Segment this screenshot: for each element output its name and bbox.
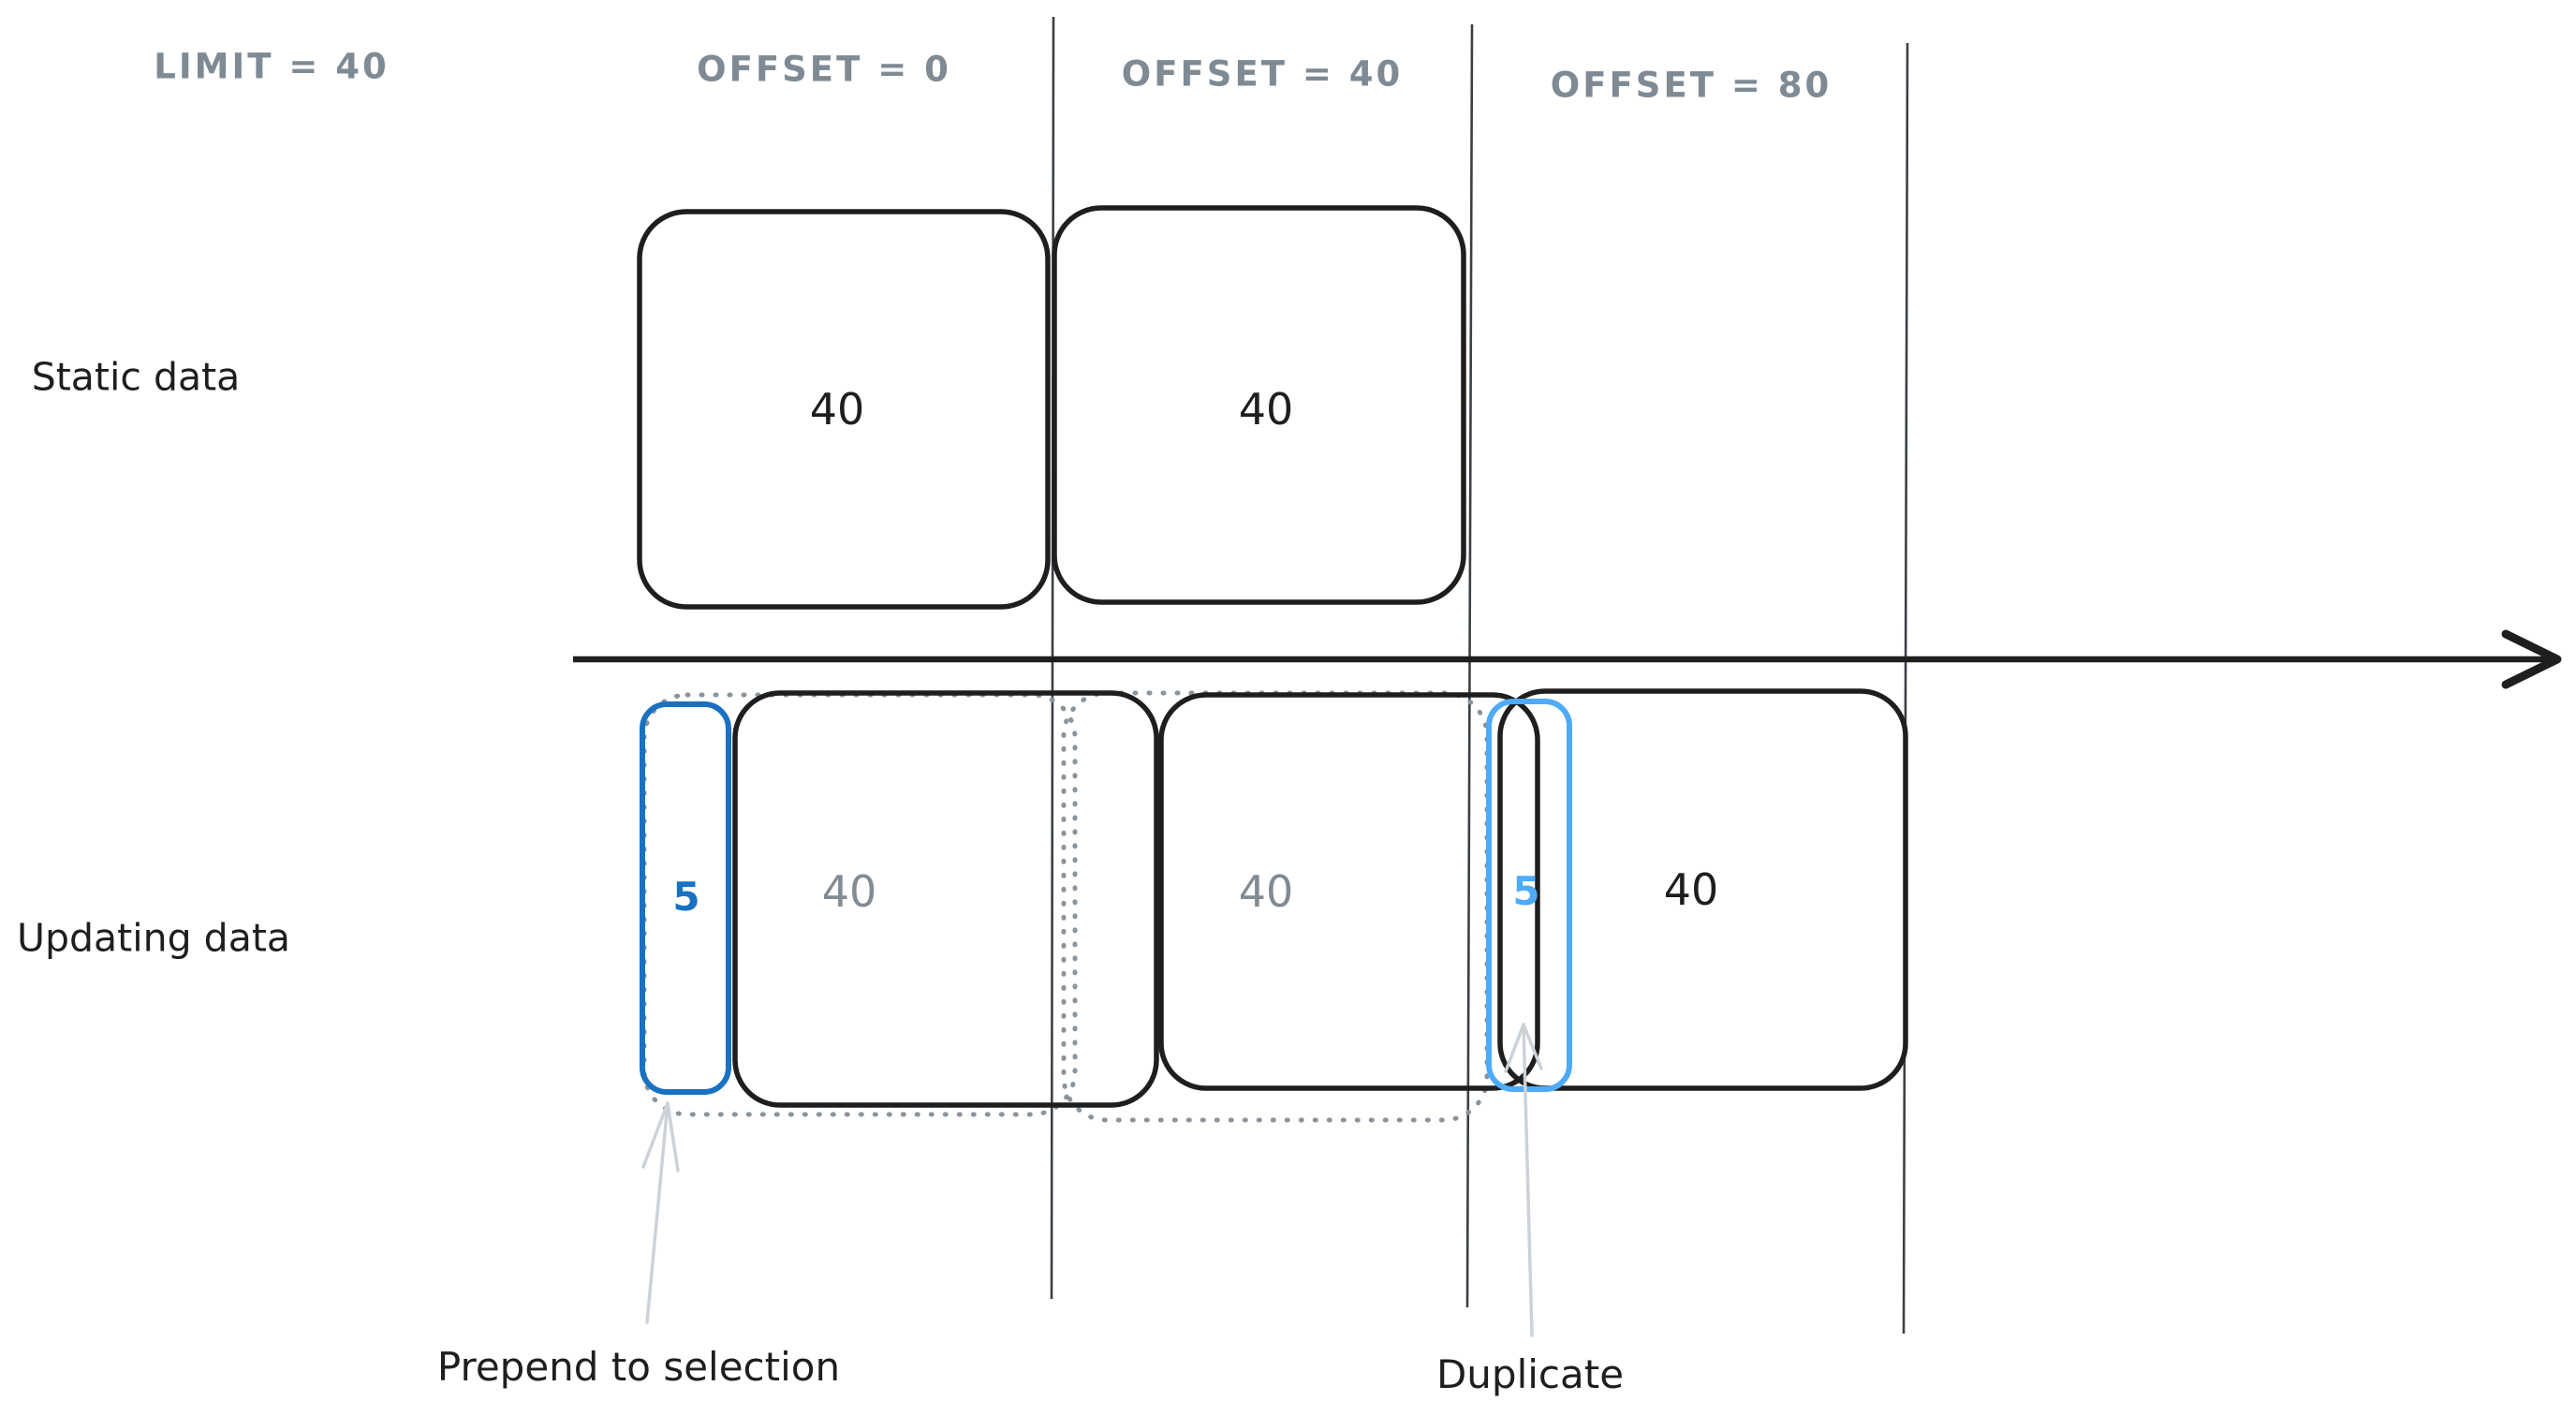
updating-page-3-count: 40 (1663, 864, 1719, 915)
updating-page-2-box (1158, 692, 1540, 1091)
prepend-annotation-label: Prepend to selection (436, 1344, 841, 1390)
updating-page-2-count: 40 (1238, 866, 1294, 917)
static-page-1-count: 40 (809, 384, 865, 435)
updating-page-1-count: 40 (821, 866, 877, 917)
static-page-1-box (637, 209, 1051, 610)
duplicate-annotation-label: Duplicate (1435, 1351, 1625, 1397)
static-page-2-box (1052, 205, 1466, 605)
prepended-items-box (640, 701, 731, 1095)
static-row-label: Static data (31, 354, 241, 400)
offset-0-label: OFFSET = 0 (697, 49, 951, 90)
offset-40-label: OFFSET = 40 (1121, 53, 1404, 95)
prepend-annotation-arrow (641, 1101, 680, 1324)
limit-label: LIMIT = 40 (154, 46, 390, 87)
offset-divider-line-2 (1465, 23, 1474, 1308)
updating-row-label: Updating data (16, 915, 291, 961)
duplicated-items-box (1486, 699, 1572, 1092)
offset-divider-line-3 (1902, 42, 1909, 1335)
timeline-arrowhead-icon (2501, 629, 2562, 689)
offset-80-label: OFFSET = 80 (1550, 65, 1833, 106)
static-page-2-count: 40 (1238, 384, 1294, 435)
duplicate-annotation-arrow (1504, 1023, 1543, 1337)
updating-page-3-box (1497, 688, 1908, 1091)
prepended-items-count: 5 (672, 874, 700, 920)
updating-page-1-box (732, 690, 1159, 1108)
duplicated-items-count: 5 (1512, 868, 1540, 914)
